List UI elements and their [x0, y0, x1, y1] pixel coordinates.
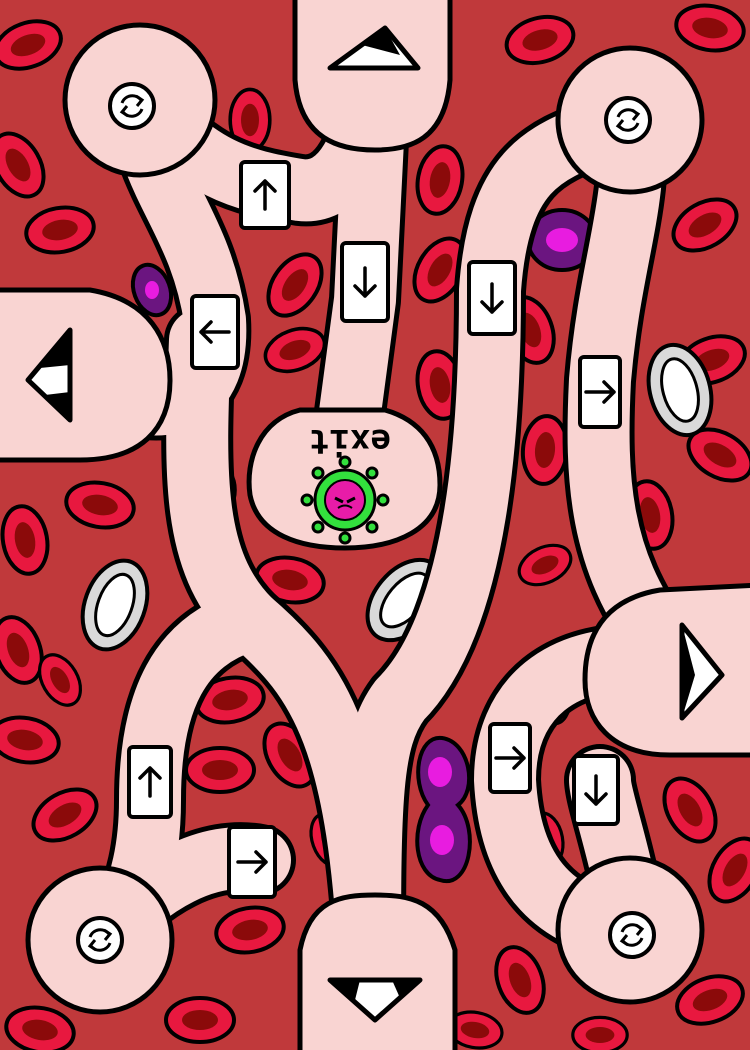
- valve-right-7[interactable]: [227, 825, 277, 899]
- arrow-right-icon: [494, 746, 526, 770]
- rotate-button-top-left[interactable]: [108, 82, 156, 130]
- arrow-down-icon: [353, 266, 377, 298]
- valve-down-9[interactable]: [572, 754, 620, 826]
- rotate-icon: [619, 923, 645, 947]
- virus-icon[interactable]: [300, 455, 390, 545]
- arrow-right-icon: [584, 380, 616, 404]
- entrance-left[interactable]: [25, 327, 73, 423]
- valve-left-3[interactable]: [190, 294, 240, 370]
- rotate-button-bottom-left[interactable]: [76, 916, 124, 964]
- entrance-right[interactable]: [679, 622, 725, 721]
- valve-right-5[interactable]: [578, 355, 622, 429]
- arrow-down-icon: [584, 774, 608, 806]
- valve-down-4[interactable]: [467, 260, 517, 336]
- arrow-left-icon: [199, 320, 231, 344]
- valve-up-1[interactable]: [239, 160, 291, 230]
- rotate-button-top-right[interactable]: [604, 96, 652, 144]
- arrow-down-icon: [480, 282, 504, 314]
- exit-label: exit: [309, 421, 391, 461]
- rotate-icon: [615, 108, 641, 132]
- rotate-icon: [119, 94, 145, 118]
- entrance-bottom[interactable]: [327, 977, 423, 1023]
- valve-down-2[interactable]: [340, 241, 390, 323]
- arrow-up-icon: [138, 766, 162, 798]
- rotate-icon: [87, 928, 113, 952]
- arrow-right-icon: [236, 850, 268, 874]
- valve-right-8[interactable]: [488, 722, 532, 794]
- rotate-button-bottom-right[interactable]: [608, 911, 656, 959]
- valve-up-6[interactable]: [127, 745, 173, 819]
- entrance-top[interactable]: [327, 25, 421, 71]
- arrow-up-icon: [253, 179, 277, 211]
